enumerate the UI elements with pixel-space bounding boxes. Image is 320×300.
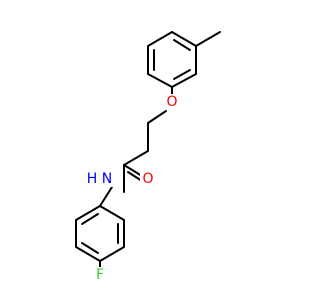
double-bond-inner [173, 39, 191, 51]
carbonyl-oxygen-label: O [142, 171, 153, 187]
bond [99, 205, 125, 221]
fluorine-label: F [96, 267, 104, 283]
bond [99, 186, 113, 207]
bond [171, 31, 197, 47]
atom-label-ether-oxygen: O [164, 94, 180, 110]
bond [147, 31, 173, 47]
tolyl-ring [147, 31, 197, 88]
double-bond-inner [81, 242, 99, 254]
bond [123, 150, 149, 166]
carbonyl-bond [127, 171, 143, 182]
methyl-bond [195, 31, 221, 47]
double-bond-inner [173, 69, 191, 80]
carbonyl-bond [123, 164, 143, 177]
atom-label-carbonyl-oxygen: O [140, 171, 156, 187]
double-bond-inner [81, 213, 99, 225]
bond [75, 205, 101, 221]
atom-label-nitrogen: H N [86, 170, 116, 187]
atom-label-fluorine: F [93, 267, 107, 283]
ether-oxygen-label: O [166, 94, 177, 110]
hydrogen-label: H [87, 171, 98, 187]
nitrogen-label: N [102, 171, 112, 187]
bond [99, 246, 125, 262]
structure-canvas: O O H N F [75, 31, 221, 283]
bond [171, 73, 197, 88]
bond [75, 246, 101, 262]
bond [147, 73, 173, 88]
bond [147, 110, 167, 124]
fluorophenyl-ring [75, 205, 125, 262]
